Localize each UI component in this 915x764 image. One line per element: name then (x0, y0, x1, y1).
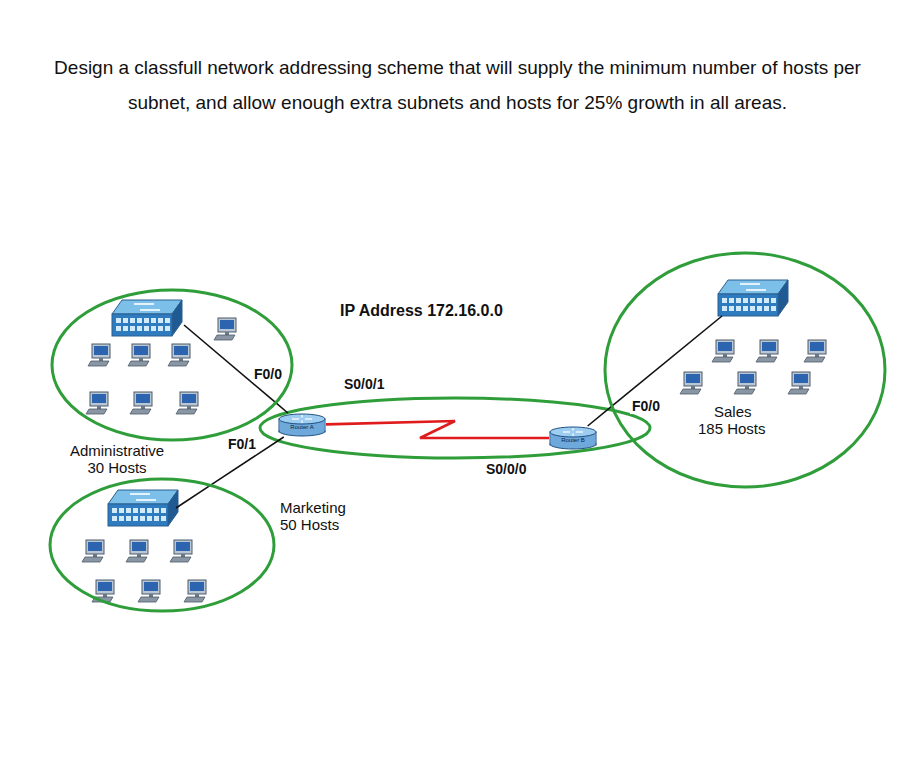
interface-label: F0/0 (630, 398, 662, 414)
host-pc-icon (126, 540, 148, 562)
ethernet-cable (612, 316, 722, 406)
host-pc-icon (86, 392, 108, 414)
region-ellipse (50, 479, 274, 611)
wan-region (260, 398, 650, 458)
ethernet-link (276, 403, 288, 413)
host-pc-icon (138, 580, 160, 602)
host-pc-icon (168, 344, 190, 366)
ethernet-cable (176, 485, 210, 508)
switch-icon (112, 300, 182, 336)
ethernet-link (210, 437, 284, 485)
interface-label: F0/0 (252, 366, 284, 382)
subnet-label: Sales 185 Hosts (698, 403, 768, 437)
title: Design a classfull network addressing sc… (30, 50, 885, 120)
subnet-label: Marketing 50 Hosts (280, 499, 360, 533)
host-pc-icon (170, 540, 192, 562)
subnet-region: Sales 185 Hosts (603, 250, 887, 490)
host-pc-icon (128, 344, 150, 366)
host-pc-icon (680, 372, 702, 394)
region-ellipse (605, 253, 885, 487)
region-outline (603, 250, 887, 490)
subnet-label: Administrative 30 Hosts (62, 442, 172, 476)
host-pc-icon (184, 580, 206, 602)
switch-icon (108, 490, 178, 526)
serial-link (326, 421, 549, 438)
ethernet-cable (184, 325, 276, 403)
router-name: Router A (278, 424, 326, 431)
host-pc-icon (88, 344, 110, 366)
interface-label: S0/0/0 (484, 461, 528, 477)
host-pc-icon (214, 318, 236, 340)
host-pc-icon (756, 340, 778, 362)
network-address-label: IP Address 172.16.0.0 (338, 302, 505, 320)
host-pc-icon (82, 540, 104, 562)
ethernet-link (588, 406, 612, 426)
host-pc-icon (804, 340, 826, 362)
host-pc-icon (734, 372, 756, 394)
router-name: Router B (549, 437, 597, 444)
router-icon: Router B (549, 426, 597, 450)
router-icon: Router A (278, 413, 326, 437)
region-outline (48, 477, 368, 615)
interface-label: F0/1 (226, 436, 258, 452)
subnet-region: Administrative 30 Hosts (50, 288, 296, 480)
region-ellipse (52, 290, 292, 440)
host-pc-icon (176, 392, 198, 414)
subnet-region: Marketing 50 Hosts (48, 477, 368, 615)
host-pc-icon (788, 372, 810, 394)
host-pc-icon (712, 340, 734, 362)
switch-icon (718, 280, 788, 316)
host-pc-icon (130, 392, 152, 414)
interface-label: S0/0/1 (342, 376, 386, 392)
